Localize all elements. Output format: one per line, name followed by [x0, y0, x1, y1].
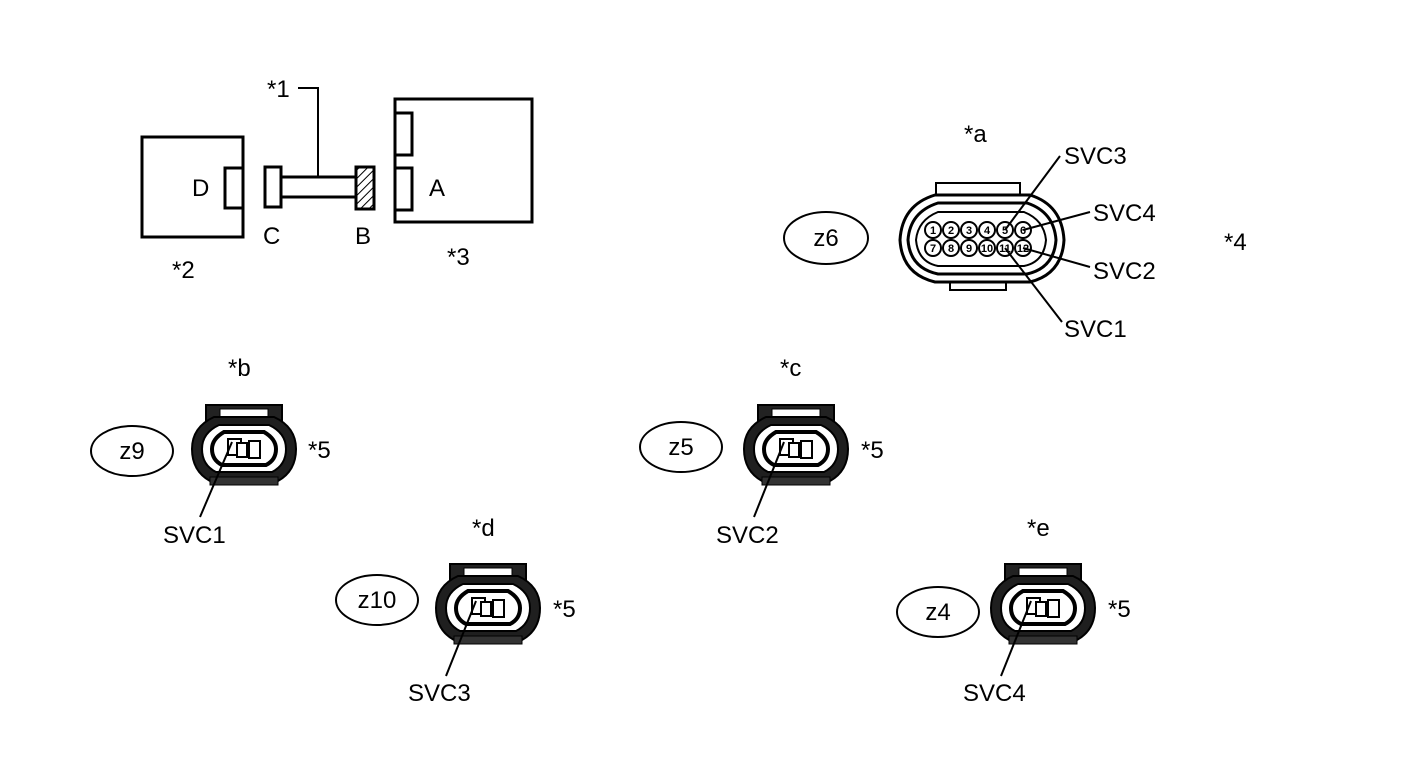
cable-1 [279, 175, 358, 199]
connector-a: *a z6 1 2 3 4 5 6 7 8 [783, 121, 1247, 343]
terminal-label-svc4: SVC4 [1093, 200, 1156, 227]
pin-8 [942, 239, 960, 257]
callout-3: *3 [447, 244, 470, 271]
callout-a: *a [964, 121, 987, 148]
connector-code-z9: z9 [119, 438, 144, 465]
terminal-label-b: SVC1 [163, 522, 226, 549]
port-a-label: A [429, 175, 445, 202]
pin-3 [960, 221, 978, 239]
pin-4 [978, 221, 996, 239]
terminal-label-d: SVC3 [408, 680, 471, 707]
callout-5-c: *5 [861, 437, 884, 464]
connector-b-housing [190, 403, 298, 487]
pin-7-label: 7 [930, 243, 936, 255]
callout-2: *2 [172, 257, 195, 284]
leader-b-svc1 [199, 441, 233, 518]
callout-d: *d [472, 515, 495, 542]
connector-code-badge-z5 [639, 421, 723, 473]
port-b-label: B [355, 223, 371, 250]
leader-e-svc4 [1000, 600, 1032, 677]
leader-svc2 [1022, 247, 1091, 268]
callout-e: *e [1027, 515, 1050, 542]
connector-d-housing [434, 562, 542, 646]
terminal-label-svc3: SVC3 [1064, 143, 1127, 170]
pin-6-label: 6 [1020, 225, 1026, 237]
connector-e-housing [989, 562, 1097, 646]
connector-d: *d z10 *5 SVC3 [335, 515, 576, 707]
connector-code-z5: z5 [668, 434, 693, 461]
wiring-schematic: D C *1 B A *2 *3 [140, 76, 534, 284]
port-a-socket [393, 166, 414, 212]
terminal-label-e: SVC4 [963, 680, 1026, 707]
pin-10 [978, 239, 996, 257]
connector-e: *e z4 *5 SVC4 [896, 515, 1131, 707]
connector-code-badge-z4 [896, 586, 980, 638]
leader-d-svc3 [445, 600, 477, 677]
callout-5-e: *5 [1108, 596, 1131, 623]
terminal-label-svc2: SVC2 [1093, 258, 1156, 285]
component-box-3 [393, 97, 534, 224]
leader-svc4 [1022, 211, 1091, 231]
connector-code-badge-z6 [783, 211, 869, 265]
pin-row-top: 1 2 3 4 5 6 [924, 221, 1032, 239]
port-d-socket [223, 166, 245, 210]
pin-5-label: 5 [1002, 225, 1008, 237]
port-b-plug [354, 165, 376, 211]
callout-4: *4 [1224, 229, 1247, 256]
terminal-label-svc1: SVC1 [1064, 316, 1127, 343]
connector-b: *b z9 *5 SVC1 [90, 355, 331, 549]
callout-1: *1 [267, 76, 290, 103]
cable-1-leader [298, 87, 319, 177]
pin-9 [960, 239, 978, 257]
connector-c: *c z5 *5 SVC2 [639, 355, 884, 549]
callout-c: *c [780, 355, 801, 382]
pin-3-label: 3 [966, 225, 972, 237]
callout-5-d: *5 [553, 596, 576, 623]
pin-9-label: 9 [966, 243, 972, 255]
connector-code-badge-z10 [335, 574, 419, 626]
box-3-socket-upper [393, 111, 414, 157]
port-c-label: C [263, 223, 280, 250]
callout-b: *b [228, 355, 251, 382]
leader-svc1 [1004, 247, 1063, 323]
connector-a-face [914, 211, 1048, 267]
connector-code-z6: z6 [813, 225, 838, 252]
pin-2-label: 2 [948, 225, 954, 237]
connector-code-z10: z10 [358, 587, 397, 614]
connector-c-housing [742, 403, 850, 487]
pin-1 [924, 221, 942, 239]
pin-10-label: 10 [981, 243, 993, 255]
callout-5-b: *5 [308, 437, 331, 464]
port-c-plug [263, 165, 283, 209]
leader-svc3 [1004, 155, 1061, 231]
port-d-label: D [192, 175, 209, 202]
pin-4-label: 4 [984, 225, 991, 237]
connector-code-badge-z9 [90, 425, 174, 477]
pin-7 [924, 239, 942, 257]
leader-c-svc2 [753, 441, 785, 518]
connector-code-z4: z4 [925, 599, 950, 626]
pin-1-label: 1 [930, 225, 936, 237]
pin-2 [942, 221, 960, 239]
terminal-label-c: SVC2 [716, 522, 779, 549]
pin-8-label: 8 [948, 243, 954, 255]
